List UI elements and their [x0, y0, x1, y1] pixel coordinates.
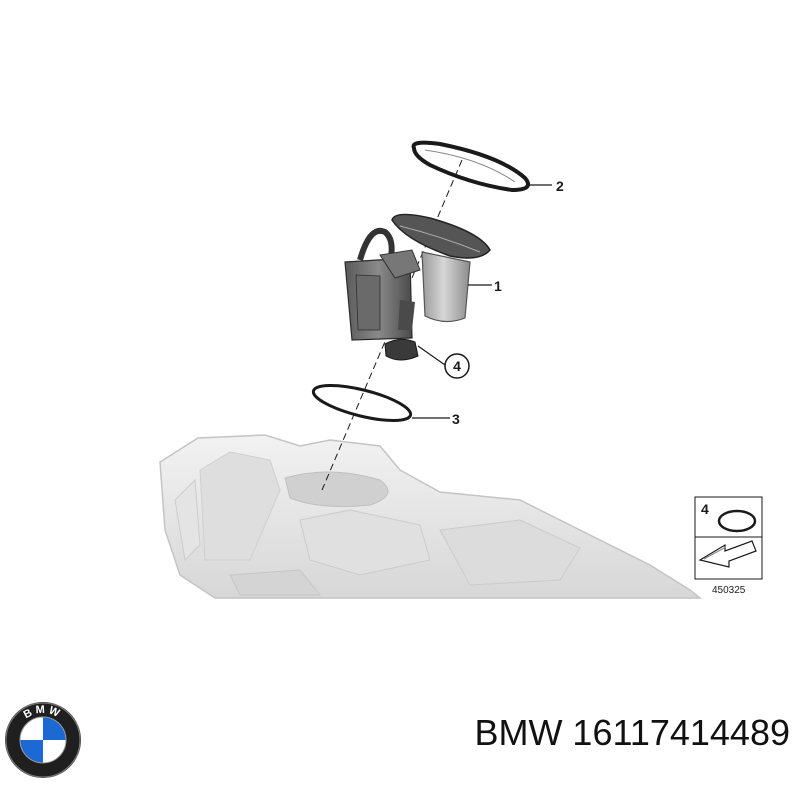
- diagram-reference-number: 450325: [712, 585, 746, 596]
- inset-box: 4: [694, 496, 763, 580]
- callout-4-circle: [444, 353, 470, 379]
- bmw-logo: BMW: [5, 702, 81, 778]
- inset-arrow-icon: [698, 540, 757, 568]
- sealing-ring: [311, 384, 413, 422]
- inset-ring-icon: [717, 509, 757, 533]
- bmw-logo-text: BMW: [22, 704, 64, 721]
- fuel-tank: [159, 434, 703, 599]
- fuel-pump-assembly: [344, 213, 491, 341]
- callout-3: 3: [452, 411, 460, 427]
- callout-2: 2: [556, 178, 564, 194]
- flange-gasket: [411, 140, 530, 193]
- part-number-label: BMW 16117414489: [474, 712, 790, 753]
- inset-callout-4: 4: [701, 501, 709, 517]
- callout-4: 4: [453, 358, 461, 374]
- callout-leader-4: [417, 345, 446, 366]
- callout-1: 1: [494, 278, 502, 294]
- fuel-level-sensor: [384, 338, 419, 361]
